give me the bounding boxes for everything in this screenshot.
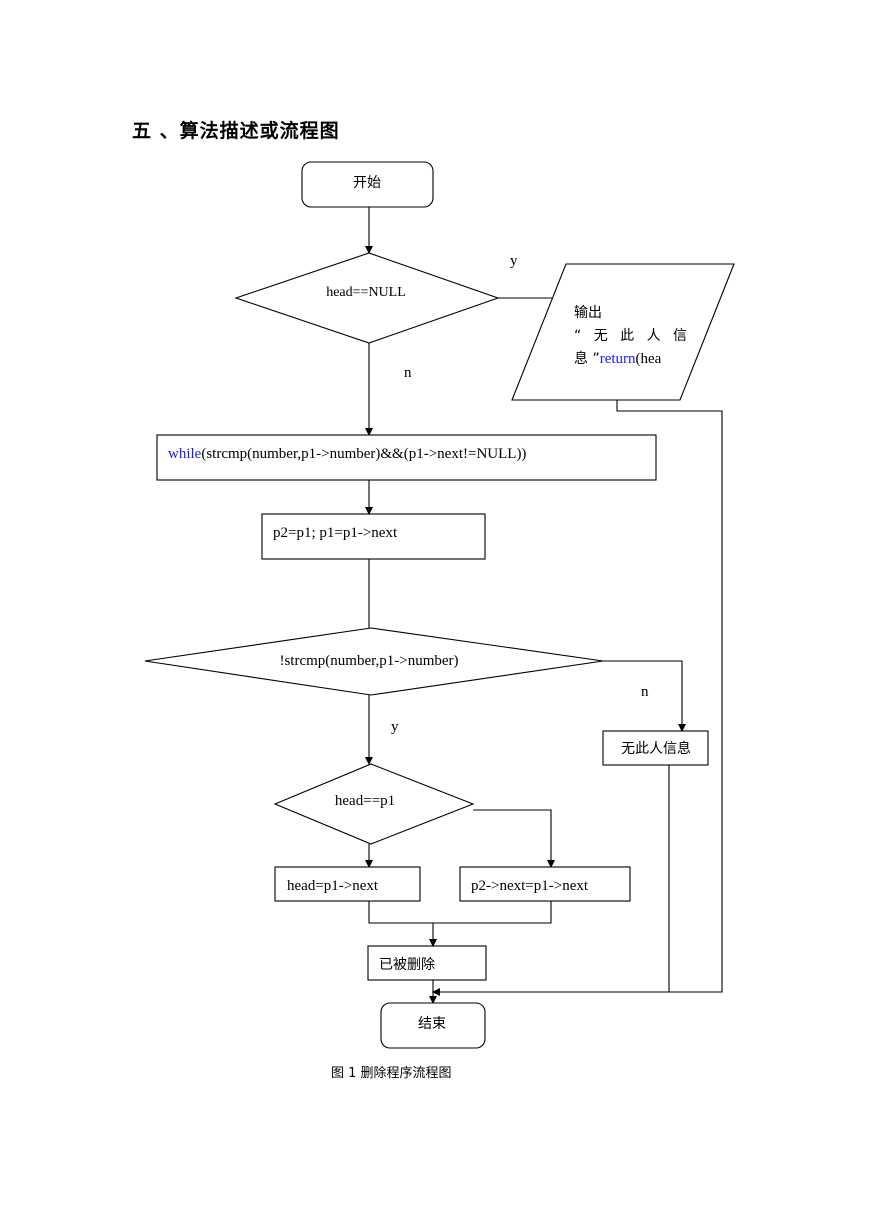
connector-output-end bbox=[432, 400, 723, 996]
section-heading: 五 、算法描述或流程图 bbox=[132, 120, 340, 142]
deleted-label: 已被删除 bbox=[379, 957, 435, 973]
advance-process bbox=[261, 513, 486, 560]
connector-merge bbox=[368, 901, 552, 924]
start-label: 开始 bbox=[353, 175, 381, 191]
connector-strcmp-no bbox=[603, 660, 686, 732]
end-label: 结束 bbox=[418, 1016, 446, 1032]
decision-head-p1 bbox=[273, 763, 475, 845]
not-found-process bbox=[602, 730, 709, 766]
output-line1: 输出 bbox=[574, 305, 602, 321]
label-n-mid: n bbox=[641, 684, 649, 700]
label-n-top: n bbox=[404, 365, 412, 381]
while-condition: (strcmp(number,p1->number)&&(p1->next!=N… bbox=[201, 446, 526, 462]
label-y-top: y bbox=[510, 253, 518, 269]
p2-assign-label: p2->next=p1->next bbox=[471, 878, 589, 894]
cond-strcmp-label: !strcmp(number,p1->number) bbox=[279, 653, 458, 669]
output-line2: “ 无 此 人 信 bbox=[574, 328, 691, 344]
head-assign-label: head=p1->next bbox=[287, 878, 379, 894]
connector-head-p1-right bbox=[473, 809, 555, 868]
cond-head-null-label: head==NULL bbox=[326, 285, 406, 300]
output-line3-keyword: return bbox=[600, 351, 636, 367]
while-label: while(strcmp(number,p1->number)&&(p1->ne… bbox=[168, 446, 526, 462]
label-y-mid: y bbox=[391, 719, 399, 735]
deleted-process bbox=[367, 945, 487, 981]
start-terminal bbox=[301, 161, 434, 208]
while-process bbox=[156, 434, 657, 481]
output-line3-suffix: (hea bbox=[636, 351, 662, 367]
head-assign-process bbox=[274, 866, 421, 902]
output-parallelogram bbox=[511, 263, 735, 401]
figure-caption: 图 1 删除程序流程图 bbox=[331, 1066, 452, 1081]
output-line3-prefix: 息 ” bbox=[574, 350, 600, 367]
not-found-label: 无此人信息 bbox=[621, 740, 691, 757]
output-line3: 息 ”return(hea bbox=[574, 350, 662, 367]
advance-label: p2=p1; p1=p1->next bbox=[273, 525, 398, 541]
p2-assign-process bbox=[459, 866, 631, 902]
while-keyword: while bbox=[168, 446, 202, 462]
cond-head-p1-label: head==p1 bbox=[335, 793, 395, 809]
